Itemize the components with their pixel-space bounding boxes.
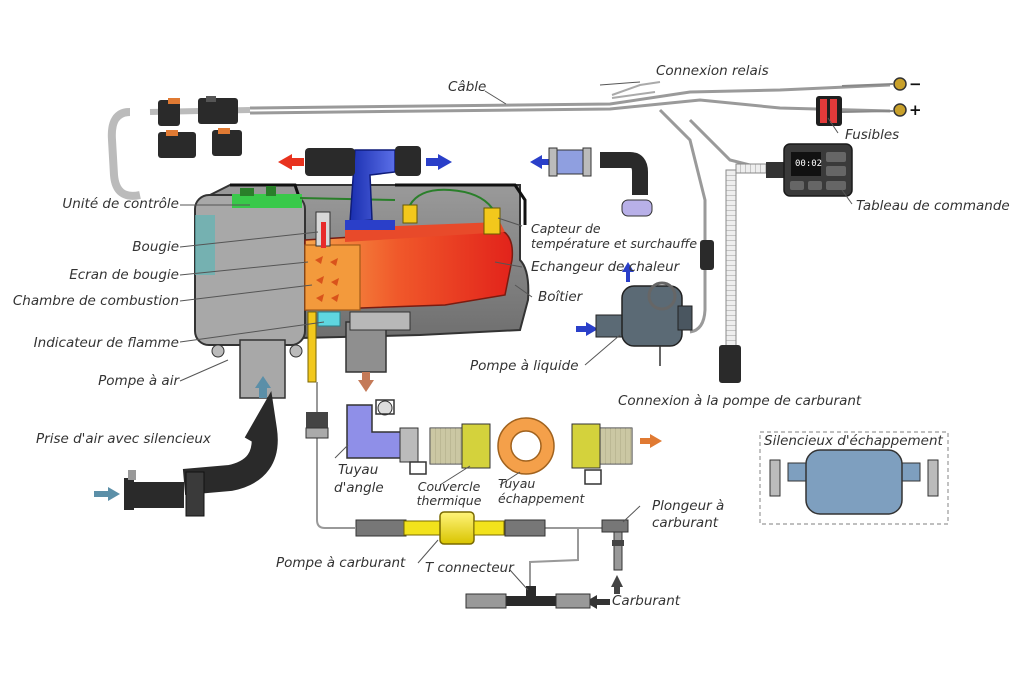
angle-pipe xyxy=(346,399,419,463)
fuel-up-arrow xyxy=(611,575,623,594)
exhaust-down-arrow xyxy=(358,372,374,392)
water-pipe-stubs xyxy=(305,146,421,176)
liquid-pump-label: Pompe à liquide xyxy=(470,358,579,374)
fuel-dip-label-line1: Plongeur à xyxy=(652,498,725,514)
flame-indicator-probe xyxy=(317,311,341,327)
cable-label: Câble xyxy=(448,79,487,95)
leader-lines xyxy=(179,81,853,591)
t-connector-label: T connecteur xyxy=(425,560,514,576)
glow-plug xyxy=(315,211,331,248)
intake-arrow xyxy=(94,487,120,501)
air-intake-silencer xyxy=(124,390,278,517)
exhaust-corrugated-pipe xyxy=(429,423,633,469)
plus-sign: + xyxy=(909,101,922,119)
t-connector-body xyxy=(465,586,591,609)
fuel-dip-tube xyxy=(601,519,629,571)
glow-plug-label: Bougie xyxy=(132,239,179,255)
minus-sign: − xyxy=(909,75,922,93)
exhaust-pipe-label-line1: Tuyau xyxy=(498,476,536,491)
fuel-in-arrow xyxy=(585,595,610,609)
fuel-pump-label: Pompe à carburant xyxy=(276,555,406,571)
control-panel xyxy=(766,143,853,197)
pump-connector xyxy=(700,240,714,270)
fuses-label: Fusibles xyxy=(845,127,900,143)
air-intake-label: Prise d'air avec silencieux xyxy=(36,431,211,447)
fuel-inlet-tube xyxy=(307,311,317,383)
relay-label: Connexion relais xyxy=(656,63,769,79)
thermal-cover-label-line1: Couvercle xyxy=(417,479,481,494)
fuel-line-fittings xyxy=(305,412,546,537)
fuel-dip-label-line2: carburant xyxy=(652,515,719,531)
exhaust-pipe-label-line2: échappement xyxy=(498,491,585,506)
fuel-pump-body xyxy=(403,511,505,545)
exhaust-out-arrow xyxy=(640,434,662,448)
top-sample-arrow xyxy=(530,155,554,169)
panel-label: Tableau de commande xyxy=(856,198,1010,214)
coolant-hose-sample xyxy=(548,147,653,217)
coolant-in-arrow-small xyxy=(576,322,598,336)
hot-water-out-arrow xyxy=(278,154,304,170)
control-unit-label: Unité de contrôle xyxy=(62,196,179,212)
exhaust-silencer-box xyxy=(759,431,949,525)
exhaust-silencer-label: Silencieux d'échappement xyxy=(764,433,943,449)
flow-arrows xyxy=(94,154,662,609)
combustion-chamber-label: Chambre de combustion xyxy=(12,293,179,309)
heat-exchanger-label: Echangeur de chaleur xyxy=(531,259,680,275)
battery-terminals xyxy=(841,77,907,117)
combustion-chamber xyxy=(304,244,361,311)
angle-pipe-label-line1: Tuyau xyxy=(338,462,379,478)
harness-connectors xyxy=(158,96,242,158)
fuse-block xyxy=(816,96,842,126)
thermal-cover-label-line2: thermique xyxy=(416,493,482,508)
coolant-out-arrow-small xyxy=(622,262,634,282)
plug-screen-label: Ecran de bougie xyxy=(69,267,179,283)
flame-indicator-label: Indicateur de flamme xyxy=(33,335,179,351)
air-pump-label: Pompe à air xyxy=(98,373,179,389)
fuel-line xyxy=(316,382,610,590)
temp-sensor-label-line2: température et surchauffe xyxy=(531,236,698,251)
thermal-cover xyxy=(497,417,555,475)
angle-pipe-label-line2: d'angle xyxy=(334,480,384,496)
housing-label: Boîtier xyxy=(538,289,583,305)
temp-sensor-label-line1: Capteur de xyxy=(531,221,601,236)
fuel-label: Carburant xyxy=(612,593,681,609)
fuel-pump-connection-label: Connexion à la pompe de carburant xyxy=(618,393,862,409)
fuel-pump-connector xyxy=(719,345,741,383)
temperature-sensors xyxy=(402,188,501,235)
air-up-arrow xyxy=(255,376,271,398)
cold-water-in-arrow xyxy=(426,154,452,170)
panel-display-time: 00:02 xyxy=(795,159,823,169)
exhaust-clamps xyxy=(409,461,602,485)
liquid-pump xyxy=(595,281,693,366)
harness-sleeve-vertical xyxy=(725,169,737,361)
